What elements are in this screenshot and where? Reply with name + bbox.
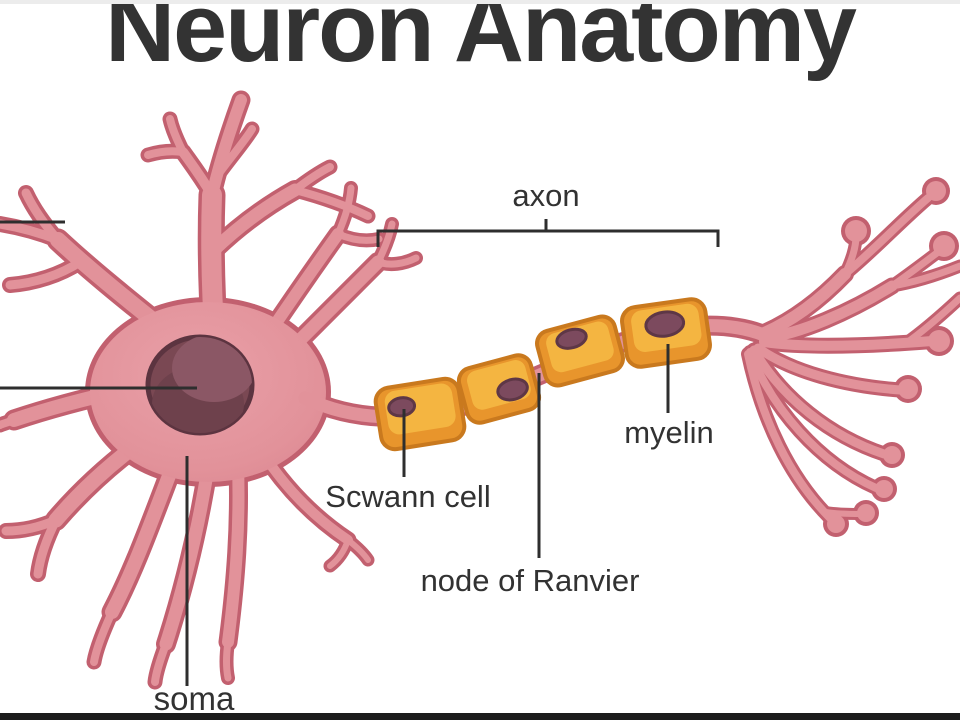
neuron-fill-layer <box>0 94 960 686</box>
label-myelin: myelin <box>624 415 714 450</box>
top-edge-strip <box>0 0 960 4</box>
soma-nucleus <box>145 334 255 436</box>
myelin-segment-3 <box>535 314 625 388</box>
label-soma: soma <box>153 680 235 717</box>
axon-bracket <box>376 229 720 247</box>
page-title: Neuron Anatomy <box>105 0 857 82</box>
bottom-edge-bar <box>0 713 960 720</box>
myelin-segment-4 <box>620 297 712 369</box>
axon-terminal-bulbs <box>827 181 955 533</box>
label-schwann-cell: Scwann cell <box>325 479 491 514</box>
myelin-segment-1 <box>373 376 467 452</box>
label-node-of-ranvier: node of Ranvier <box>420 563 640 598</box>
label-axon: axon <box>512 178 580 213</box>
leader-lines <box>0 219 720 686</box>
myelin-segment-2 <box>456 353 542 425</box>
